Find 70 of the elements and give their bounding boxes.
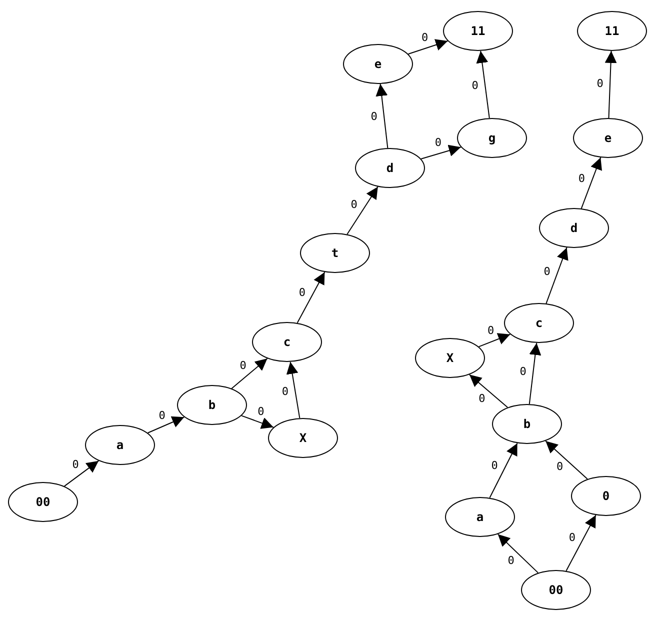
edge-label: 0: [490, 460, 499, 472]
edge-label: 0: [478, 392, 486, 405]
node-label: e: [374, 57, 382, 71]
node-label: X: [446, 351, 454, 365]
ellipse-node: [443, 11, 513, 51]
ellipse-node: [177, 385, 247, 425]
node-label: c: [535, 316, 543, 330]
node-label: g: [488, 131, 496, 145]
edge-label: 0: [434, 137, 442, 150]
edge-label: 0: [350, 199, 358, 212]
node-label: 11: [470, 24, 486, 38]
arrow: [546, 247, 568, 304]
arrow: [147, 416, 185, 434]
edge-label: 0: [298, 286, 306, 299]
arrow: [286, 361, 300, 419]
edge-label: 0: [577, 173, 586, 186]
arrow: [408, 39, 448, 54]
arrow: [489, 442, 518, 498]
edge-label: 0: [486, 325, 496, 338]
arrow: [476, 50, 490, 119]
ellipse-node: [343, 44, 413, 84]
arrow: [528, 342, 542, 405]
node-label: d: [386, 161, 394, 175]
arrow: [376, 83, 388, 149]
arrow: [420, 144, 462, 160]
edge-label: 0: [596, 78, 604, 90]
ellipse-node: [85, 425, 155, 465]
edge-label: 0: [470, 80, 480, 92]
edge-label: 0: [238, 360, 248, 372]
node-label: 11: [604, 24, 620, 38]
node-label: e: [604, 131, 612, 145]
node-label: 00: [548, 583, 564, 597]
arrow: [468, 374, 508, 408]
arrow: [497, 534, 539, 574]
arrow: [231, 358, 268, 389]
arrow: [545, 440, 588, 480]
edge-label: 0: [518, 366, 528, 378]
arrow: [566, 514, 596, 572]
edge-label: 0: [420, 32, 430, 44]
arrow: [478, 333, 511, 348]
edge-label: 0: [370, 111, 378, 124]
node-label: 00: [36, 495, 50, 509]
node-label: t: [331, 246, 339, 260]
arrow: [580, 157, 602, 209]
edge-label: 0: [542, 266, 552, 278]
node-label: c: [283, 335, 291, 349]
arrow: [604, 50, 617, 118]
node-label: b: [523, 417, 531, 431]
edge-label: 0: [256, 406, 266, 418]
arrow: [64, 460, 100, 487]
edge-label: 0: [555, 461, 564, 474]
edge-label: 0: [280, 386, 290, 398]
node-label: a: [116, 438, 124, 452]
edge-label: 0: [71, 459, 80, 472]
ellipse-node: [268, 418, 338, 458]
arrow: [346, 186, 378, 235]
node-label: b: [208, 398, 216, 412]
edge-label: 0: [158, 410, 166, 422]
node-label: 0: [602, 489, 610, 503]
ellipse-node: [457, 118, 527, 158]
edge-label: 0: [568, 532, 576, 544]
edge-label: 0: [506, 554, 516, 567]
node-label: a: [476, 510, 484, 524]
node-label: d: [570, 221, 578, 235]
arrow: [296, 272, 326, 324]
ellipse-node: [504, 303, 574, 343]
ellipse-node: [415, 338, 485, 378]
arrow: [241, 415, 274, 429]
ellipse-node: [355, 148, 425, 188]
node-label: X: [299, 431, 307, 445]
